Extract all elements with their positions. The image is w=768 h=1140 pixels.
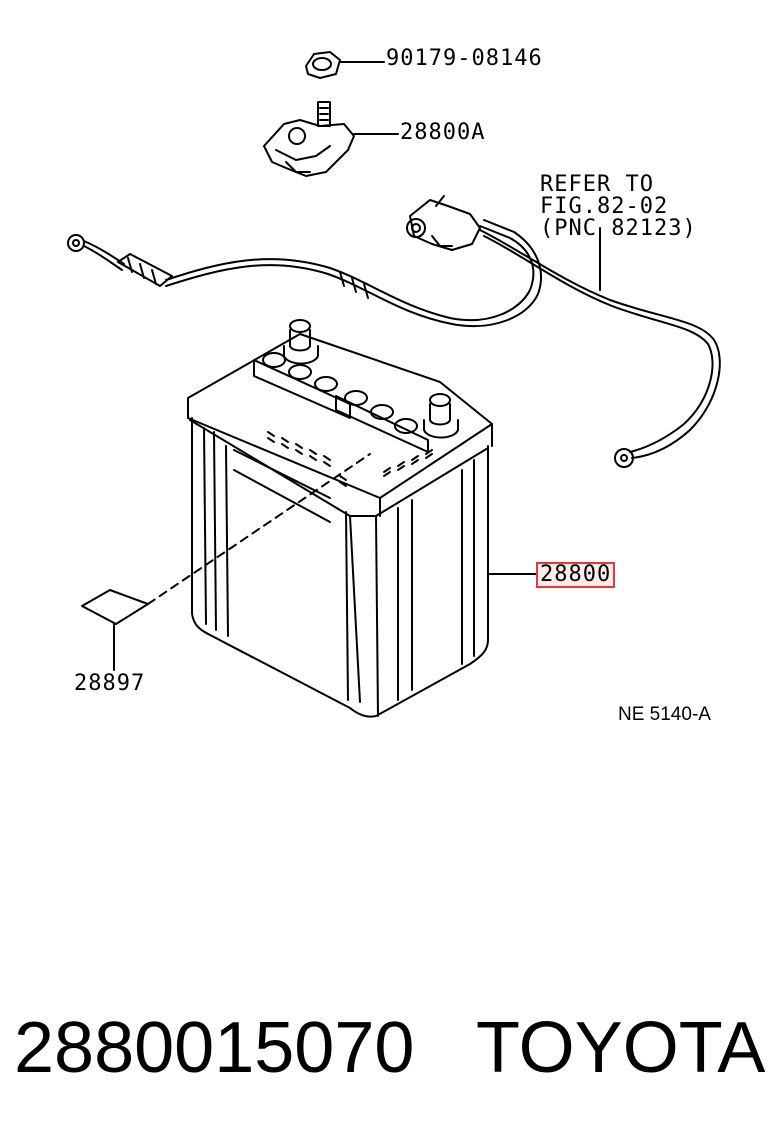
callout-terminal: 28800A	[400, 120, 486, 145]
figure-id: NE 5140-A	[618, 704, 711, 725]
callout-nut: 90179-08146	[386, 46, 543, 71]
reference-line-1: REFER TO	[540, 172, 654, 197]
ground-cable	[67, 219, 542, 328]
footer-part-number: 2880015070	[14, 1008, 415, 1088]
footer-brand: TOYOTA	[476, 1008, 766, 1088]
reference-line-2: FIG.82-02	[540, 194, 669, 219]
reference-note: REFER TO FIG.82-02 (PNC 82123)	[540, 174, 697, 240]
battery-parts-diagram	[67, 51, 721, 718]
reference-line-3: (PNC 82123)	[540, 216, 697, 241]
callout-battery[interactable]: 28800	[536, 562, 616, 588]
positive-terminal-part	[406, 195, 481, 251]
battery-part	[187, 319, 537, 718]
nut-part	[305, 51, 385, 79]
terminal-clamp-part	[263, 101, 399, 177]
positive-cable	[479, 227, 721, 468]
callout-label-sticker: 28897	[74, 671, 146, 696]
label-sticker-part	[81, 453, 371, 671]
